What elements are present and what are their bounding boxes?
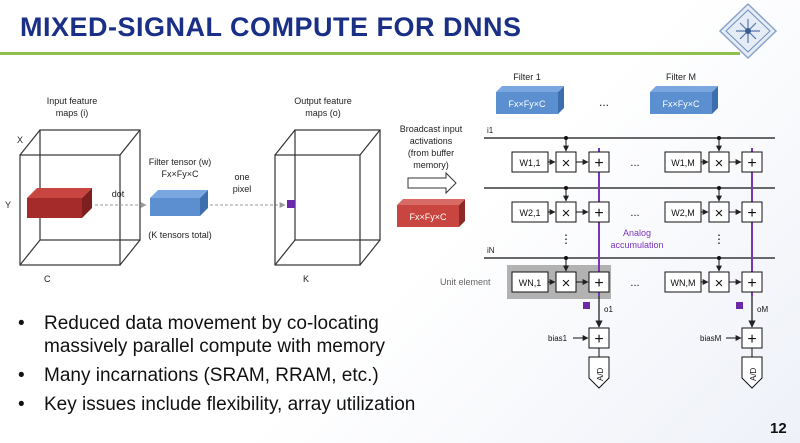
adc-1: [588, 356, 610, 389]
one-pixel-line1: one: [234, 172, 249, 182]
analog-label-1: Analog: [623, 228, 651, 238]
bullet-glyph: •: [18, 313, 25, 334]
output-node-m: [736, 302, 743, 309]
filter-label: Filter tensor (w): [149, 157, 212, 167]
row-i1-label: i1: [487, 126, 494, 135]
row-in-label: iN: [487, 246, 495, 255]
filter-1-label: Filter 1: [513, 72, 541, 82]
axis-x-label: X: [17, 135, 23, 145]
filter-tensor: [150, 190, 208, 216]
bullet-item: • Reduced data movement by co-locating m…: [14, 312, 484, 358]
w1m-label: W1,M: [671, 158, 695, 168]
plus-r2cm: +: [747, 205, 756, 222]
adc-m-label: A/D: [749, 367, 758, 381]
output-node-1: [583, 302, 590, 309]
adc-1-label: A/D: [596, 367, 605, 381]
activation-dims: Fx×Fy×C: [409, 212, 447, 222]
unit-element-label: Unit element: [440, 277, 491, 287]
plus-bias-m: +: [747, 331, 756, 348]
filter-m-dims: Fx×Fy×C: [662, 99, 700, 109]
cell-rown-colm: [664, 256, 763, 293]
plus-rncm: +: [747, 275, 756, 292]
logo-icon: [718, 2, 778, 60]
cell-row2-colm: [664, 186, 763, 223]
o1-label: o1: [604, 305, 613, 314]
bullet-text: Reduced data movement by co-locating: [44, 313, 379, 334]
bullet-text: Key issues include flexibility, array ut…: [44, 394, 416, 415]
title-underline: [0, 52, 740, 55]
plus-bias-1: +: [594, 331, 603, 348]
input-label-line1: Input feature: [47, 96, 98, 106]
bullet-text-cont: massively parallel compute with memory: [44, 336, 386, 357]
times-r2c1: ×: [562, 205, 571, 222]
activation-tile: [397, 199, 465, 227]
om-label: oM: [757, 305, 768, 314]
one-pixel-line2: pixel: [233, 184, 252, 194]
plus-rnc1: +: [594, 275, 603, 292]
bias1-label: bias1: [548, 334, 568, 343]
wn1-label: WN,1: [519, 278, 542, 288]
bullet-item: • Many incarnations (SRAM, RRAM, etc.): [14, 364, 484, 387]
dot-label: dot: [112, 189, 125, 199]
axis-y-label: Y: [5, 200, 11, 210]
output-label-line2: maps (o): [305, 108, 341, 118]
input-label-line2: maps (i): [56, 108, 89, 118]
bullet-item: • Key issues include flexibility, array …: [14, 393, 484, 416]
wnm-label: WN,M: [671, 278, 696, 288]
broadcast-line2: activations: [410, 136, 453, 146]
filter-1-dims: Fx×Fy×C: [508, 99, 546, 109]
cell-row1-col1: [511, 136, 610, 173]
filter-m-tile: [650, 86, 718, 114]
output-pixel: [287, 200, 295, 208]
broadcast-line4: memory): [413, 160, 449, 170]
plus-r2c1: +: [594, 205, 603, 222]
cell-row1-colm: [664, 136, 763, 173]
adc-m: [741, 356, 763, 389]
times-r1cm: ×: [715, 155, 724, 172]
w21-label: W2,1: [519, 208, 540, 218]
slide-title: MIXED-SIGNAL COMPUTE FOR DNNS: [20, 12, 522, 42]
vdots-colm-a: ⋮: [713, 232, 725, 246]
times-r1c1: ×: [562, 155, 571, 172]
filter-1-tile: [496, 86, 564, 114]
w2m-label: W2,M: [671, 208, 695, 218]
w11-label: W1,1: [519, 158, 540, 168]
broadcast-line3: (from buffer: [408, 148, 454, 158]
output-label-line1: Output feature: [294, 96, 352, 106]
output-feature-maps: [274, 129, 381, 266]
plus-r1cm: +: [747, 155, 756, 172]
plus-r1c1: +: [594, 155, 603, 172]
bullet-glyph: •: [18, 394, 25, 415]
filter-m-label: Filter M: [666, 72, 696, 82]
rown-ellipsis: ...: [630, 277, 639, 289]
axis-c-label: C: [44, 274, 51, 284]
bullet-glyph: •: [18, 365, 25, 386]
times-r2cm: ×: [715, 205, 724, 222]
times-rnc1: ×: [562, 275, 571, 292]
input-feature-maps: [19, 129, 141, 266]
bullet-list: • Reduced data movement by co-locating m…: [14, 312, 484, 422]
bullet-text: Many incarnations (SRAM, RRAM, etc.): [44, 365, 379, 386]
analog-label-2: accumulation: [610, 240, 663, 250]
axis-k-label: K: [303, 274, 309, 284]
page-number: 12: [770, 420, 787, 437]
cell-row2-col1: [511, 186, 610, 223]
broadcast-line1: Broadcast input: [400, 124, 463, 134]
filter-dims: Fx×Fy×C: [161, 169, 199, 179]
filter-ellipsis: ...: [599, 95, 609, 109]
row1-ellipsis: ...: [630, 157, 639, 169]
times-rncm: ×: [715, 275, 724, 292]
k-tensors-label: (K tensors total): [148, 230, 212, 240]
broadcast-arrow: [407, 171, 457, 195]
row2-ellipsis: ...: [630, 207, 639, 219]
vdots-col1-a: ⋮: [560, 232, 572, 246]
cell-rown-col1: [511, 256, 610, 293]
biasm-label: biasM: [700, 334, 722, 343]
